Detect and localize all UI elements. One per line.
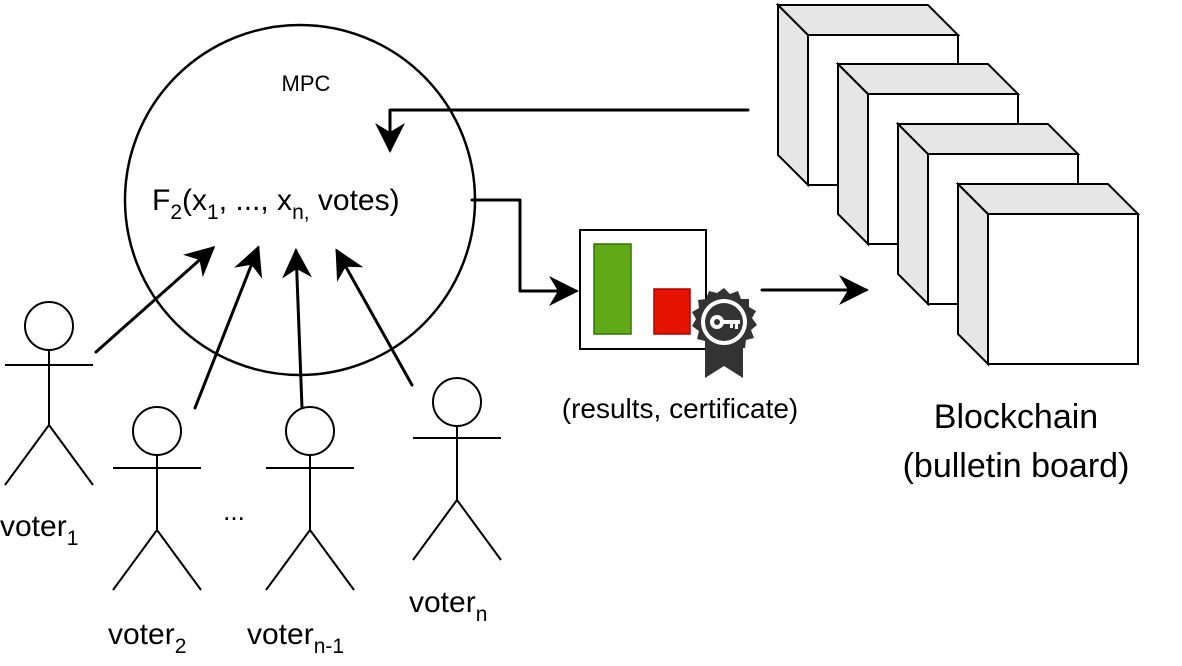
voter-n-figure xyxy=(412,377,502,561)
voters-ellipsis: ... xyxy=(223,496,245,526)
block-4 xyxy=(955,181,1141,367)
voter2-label: voter2 xyxy=(108,618,186,658)
blockchain-label: Blockchain xyxy=(934,398,1098,436)
argn-subscript: n, xyxy=(292,201,310,224)
function-args-close: votes) xyxy=(310,184,400,217)
voter2-subscript: 2 xyxy=(175,635,187,658)
voter1-figure xyxy=(4,301,94,486)
mpc-to-results-arrow xyxy=(470,198,579,306)
result-bar-green xyxy=(593,243,632,335)
voter-n-subscript: n xyxy=(476,603,488,626)
voter-n-name: voter xyxy=(409,586,476,619)
blockchain-to-mpc-arrow xyxy=(375,108,750,153)
blockchain-blocks xyxy=(775,2,1141,367)
voter2-name: voter xyxy=(108,618,175,651)
voter-n-minus-1-name: voter xyxy=(247,618,314,651)
results-box xyxy=(579,229,707,350)
voter-n-minus-1-subscript: n-1 xyxy=(314,635,344,658)
function-args-mid: , ..., x xyxy=(219,184,292,217)
voter1-name: voter xyxy=(0,510,67,543)
key-rosette-badge-icon xyxy=(692,288,757,378)
mpc-function: F2(x1, ..., xn, votes) xyxy=(152,184,400,224)
result-bar-red xyxy=(653,288,691,335)
function-args-open: (x xyxy=(182,184,207,217)
arg1-subscript: 1 xyxy=(207,201,219,224)
voter-n-minus-1-arrow xyxy=(282,248,313,410)
voter1-subscript: 1 xyxy=(67,527,79,550)
results-caption: (results, certificate) xyxy=(562,393,799,424)
voter2-figure xyxy=(112,406,202,591)
function-name: F xyxy=(152,184,170,217)
voter-n-arrow xyxy=(335,248,414,387)
mpc-label: MPC xyxy=(282,71,331,96)
voter-n-minus-1-label: votern-1 xyxy=(247,618,344,658)
blockchain-sublabel: (bulletin board) xyxy=(903,447,1130,485)
voter1-label: voter1 xyxy=(0,510,78,550)
voter1-arrow xyxy=(94,246,216,354)
voter-n-label: votern xyxy=(409,586,487,626)
function-subscript: 2 xyxy=(170,201,182,224)
voter-n-minus-1-figure xyxy=(265,406,355,591)
voter2-arrow xyxy=(193,245,263,410)
